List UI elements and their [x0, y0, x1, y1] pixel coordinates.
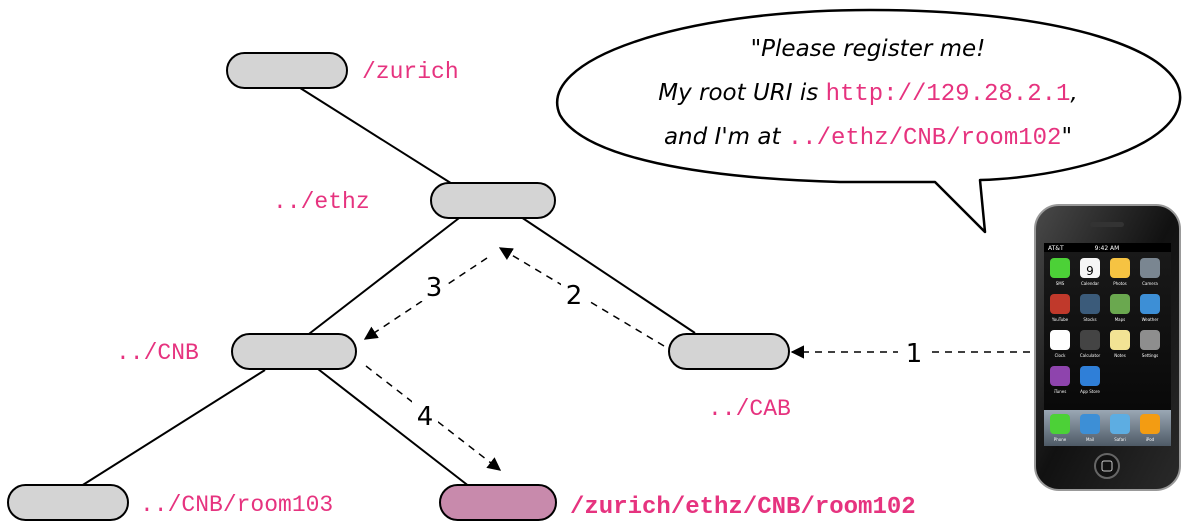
label-cab: ../CAB	[708, 396, 791, 422]
step-labels: 1 2 3 4	[412, 271, 930, 432]
app-label: Notes	[1114, 353, 1126, 358]
label-ethz: ../ethz	[273, 189, 370, 215]
dock-label: Mail	[1086, 437, 1094, 442]
node-room103	[7, 484, 129, 521]
app-label: Camera	[1142, 281, 1158, 286]
app-label: Maps	[1115, 317, 1126, 322]
node-cab	[668, 333, 790, 370]
bubble-line-3-prefix: and I'm at	[664, 124, 788, 150]
bubble-line-1: "Please register me!	[751, 36, 986, 62]
app-icon-maps	[1110, 294, 1130, 314]
app-icon-youtube	[1050, 294, 1070, 314]
app-icon-stocks	[1080, 294, 1100, 314]
app-icon-settings	[1140, 330, 1160, 350]
app-label: Photos	[1113, 281, 1127, 286]
bubble-line-3-suffix: "	[1061, 124, 1072, 150]
dock-icon-phone	[1050, 414, 1070, 434]
app-icon-calculator	[1080, 330, 1100, 350]
app-icon-camera	[1140, 258, 1160, 278]
iphone-image: AT&T 9:42 AM SMS Calendar Photos CameraYouT…	[1034, 204, 1181, 491]
phone-time: 9:42 AM	[1095, 245, 1120, 252]
node-zurich	[226, 52, 348, 89]
edge-cnb-room102	[317, 368, 471, 488]
app-icon-itunes	[1050, 366, 1070, 386]
bubble-line-3: and I'm at ../ethz/CNB/room102"	[664, 124, 1072, 152]
node-cnb	[231, 333, 357, 370]
edge-zurich-ethz	[296, 85, 466, 193]
home-button	[1094, 453, 1120, 479]
app-label: App Store	[1080, 389, 1100, 394]
dock-grid: Phone Mail Safari iPod	[1050, 414, 1160, 442]
dock-icon-ipod	[1140, 414, 1160, 434]
app-icon-photos	[1110, 258, 1130, 278]
calendar-day: 9	[1086, 264, 1094, 278]
app-icon-weather	[1140, 294, 1160, 314]
node-ethz	[430, 182, 556, 219]
app-icon-calendar	[1080, 258, 1100, 278]
bubble-line-2-prefix: My root URI is	[658, 80, 825, 106]
node-labels: /zurich ../ethz ../CNB ../CAB ../CNB/roo…	[116, 59, 916, 521]
app-label: Settings	[1142, 353, 1158, 358]
arrow-step-3	[363, 257, 488, 340]
app-label: Calculator	[1080, 353, 1101, 358]
dock-icon-safari	[1110, 414, 1130, 434]
app-label: iTunes	[1054, 389, 1067, 394]
edge-ethz-cnb	[304, 214, 464, 338]
dock-label: Safari	[1114, 437, 1126, 442]
home-button-square-icon	[1101, 460, 1113, 472]
bubble-line-2: My root URI is http://129.28.2.1,	[658, 80, 1077, 108]
step-label-2: 2	[566, 281, 583, 311]
app-icon-clock	[1050, 330, 1070, 350]
phone-carrier: AT&T	[1048, 245, 1064, 252]
node-room102	[439, 484, 557, 521]
app-label: Calendar	[1081, 281, 1099, 286]
app-label: Weather	[1142, 317, 1159, 322]
step-label-4: 4	[417, 402, 434, 432]
app-icon-sms	[1050, 258, 1070, 278]
app-label: SMS	[1056, 281, 1065, 286]
bubble-line-2-suffix: ,	[1070, 80, 1077, 106]
phone-status-bar	[1044, 243, 1171, 252]
edge-ethz-cab	[514, 212, 696, 334]
phone-speaker	[1090, 222, 1124, 227]
step-label-1: 1	[906, 339, 923, 369]
bubble-location-uri: ../ethz/CNB/room102	[788, 125, 1062, 152]
app-label: Clock	[1055, 353, 1067, 358]
dock-label: iPod	[1146, 437, 1155, 442]
speech-bubble-outline	[556, 8, 1182, 234]
tree-edges	[77, 85, 696, 489]
label-cnb: ../CNB	[116, 340, 199, 366]
edge-cnb-room103	[77, 369, 266, 489]
step-label-3: 3	[426, 273, 443, 303]
app-label: YouTube	[1051, 317, 1069, 322]
label-room103: ../CNB/room103	[140, 492, 333, 518]
app-icon-app-store	[1080, 366, 1100, 386]
dock-icon-mail	[1080, 414, 1100, 434]
label-zurich: /zurich	[362, 59, 459, 85]
tree-nodes	[7, 52, 790, 521]
label-room102: /zurich/ethz/CNB/room102	[570, 494, 916, 521]
dock-label: Phone	[1054, 437, 1067, 442]
speech-bubble: "Please register me! My root URI is http…	[556, 8, 1182, 234]
app-label: Stocks	[1083, 317, 1096, 322]
bubble-root-uri: http://129.28.2.1	[826, 81, 1071, 108]
app-icon-notes	[1110, 330, 1130, 350]
